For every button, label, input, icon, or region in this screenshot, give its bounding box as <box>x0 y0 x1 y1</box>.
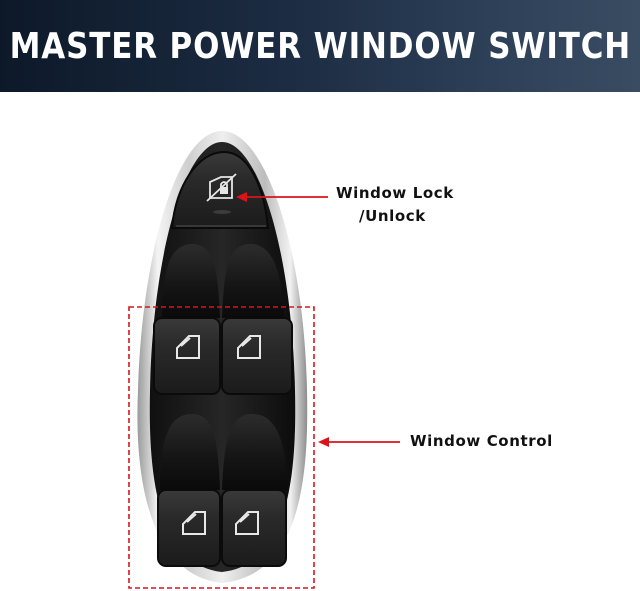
control-callout-arrow <box>318 437 400 447</box>
window-glyph-icon <box>237 335 261 359</box>
header-banner: MASTER POWER WINDOW SWITCH <box>0 0 640 92</box>
lock-callout-arrow <box>236 192 328 202</box>
lock-button <box>170 150 270 229</box>
window-unlock-label: /Unlock <box>359 207 426 225</box>
window-lock-label: Window Lock <box>336 184 454 202</box>
upper-switch-recesses <box>162 244 284 318</box>
upper-window-switch-left <box>153 317 221 395</box>
lower-window-switch-left <box>157 489 221 567</box>
upper-window-switch-right <box>221 317 293 395</box>
page-title: MASTER POWER WINDOW SWITCH <box>9 25 631 67</box>
window-control-label: Window Control <box>410 432 553 450</box>
lower-switch-recesses <box>160 414 288 490</box>
lower-window-switch-right <box>221 489 287 567</box>
window-glyph-icon <box>235 511 259 535</box>
window-lock-icon <box>206 173 237 202</box>
window-glyph-icon <box>182 511 206 535</box>
window-glyph-icon <box>176 335 200 359</box>
window-control-highlight-box <box>128 306 315 589</box>
